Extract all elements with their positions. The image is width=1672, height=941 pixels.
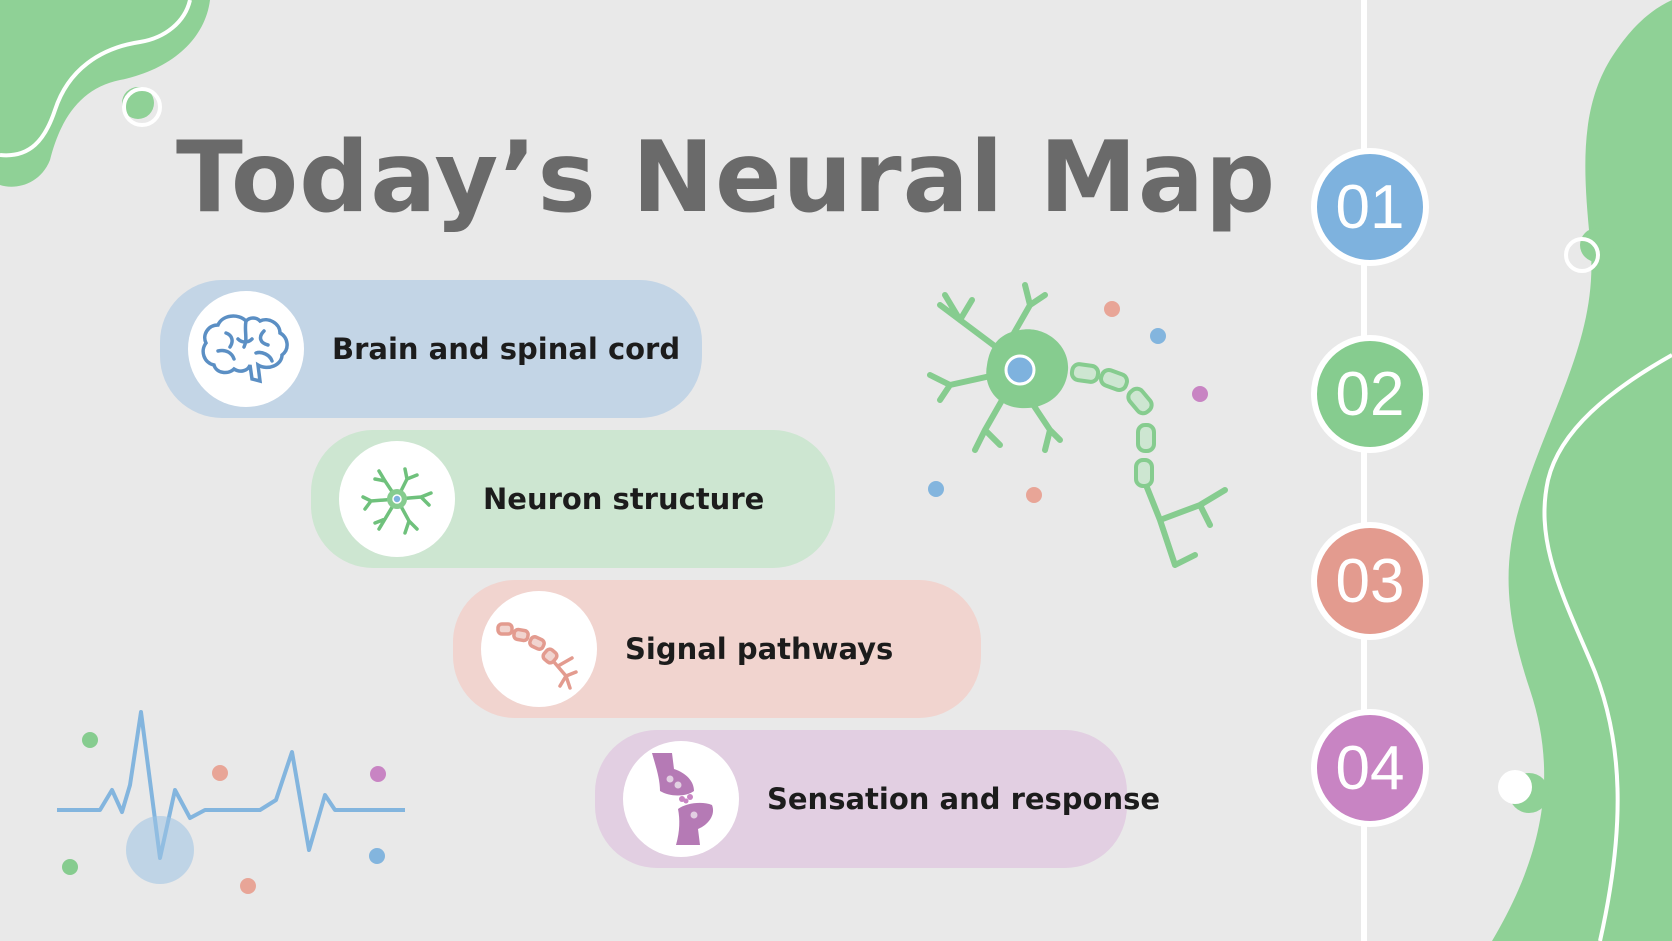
neuron-illustration-icon [927,282,1228,568]
bubble-icon [1580,228,1614,262]
agenda-item-signal: Signal pathways [453,580,981,718]
dot-icon [240,878,256,894]
dot-icon [1026,487,1042,503]
dot-icon [1104,301,1120,317]
dot-icon [82,732,98,748]
pulse-dot-icon [126,816,194,884]
dot-icon [370,766,386,782]
dot-icon [62,859,78,875]
corner-blob-top-left [0,0,210,187]
agenda-item-label: Neuron structure [483,482,765,516]
nucleus-icon [1004,354,1036,386]
agenda-item-sensation: Sensation and response [595,730,1160,868]
dot-icon [369,848,385,864]
synapse-icon [623,741,739,857]
page-title: Today’s Neural Map [176,121,1277,235]
step-number-04: 04 [1311,709,1429,827]
right-wave-outline [1542,353,1672,941]
dot-icon [1192,386,1208,402]
agenda-item-brain: Brain and spinal cord [160,280,702,418]
myelin-sheath-icon [1069,362,1156,488]
bubble-ring-icon [122,87,162,127]
agenda-item-label: Brain and spinal cord [332,332,681,366]
brain-icon [188,291,304,407]
heartbeat-line [57,710,405,860]
axon-icon [481,591,597,707]
dot-icon [212,765,228,781]
dot-icon [928,481,944,497]
agenda-item-label: Signal pathways [625,632,894,666]
corner-blob-outline [0,0,192,158]
neuron-icon [339,441,455,557]
right-wave-blob [1492,0,1672,941]
bubble-ring-icon [1564,237,1600,273]
step-number-03: 03 [1311,522,1429,640]
bubble-icon [1498,770,1532,804]
step-number-01: 01 [1311,148,1429,266]
step-number-02: 02 [1311,335,1429,453]
dot-icon [1150,328,1166,344]
timeline-line [1361,0,1367,941]
agenda-item-label: Sensation and response [767,782,1161,816]
agenda-item-neuron: Neuron structure [311,430,835,568]
